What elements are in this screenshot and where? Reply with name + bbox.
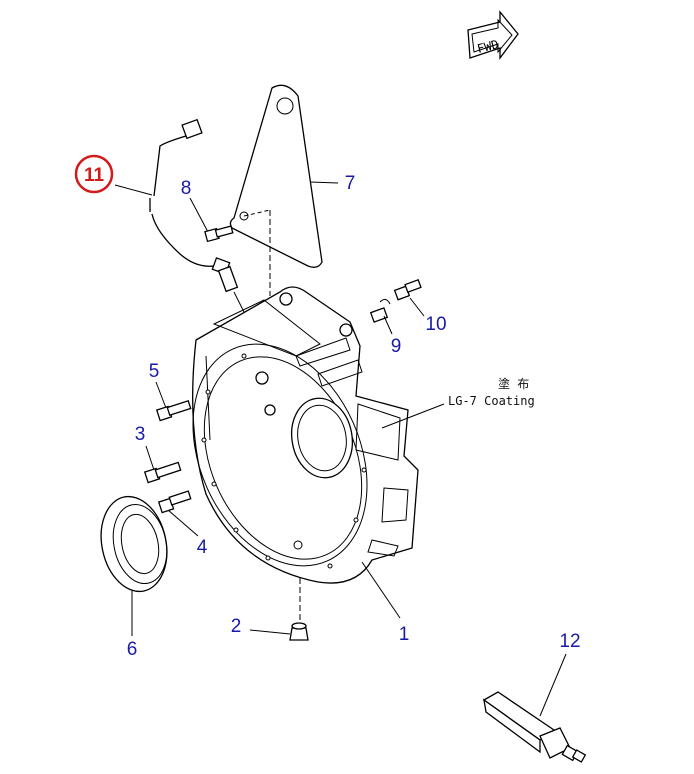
callout-4[interactable]: 4 (197, 537, 208, 558)
callout-3[interactable]: 3 (135, 424, 146, 445)
coating-kanji-label: 塗 布 (498, 376, 529, 391)
callout-7[interactable]: 7 (345, 173, 356, 194)
callout-1[interactable]: 1 (399, 624, 410, 645)
fwd-arrow-icon: FWD (467, 10, 519, 60)
callout-9[interactable]: 9 (391, 336, 402, 357)
callout-6[interactable]: 6 (127, 639, 138, 660)
fitting-9-part (369, 298, 393, 335)
callout-8[interactable]: 8 (181, 178, 192, 199)
callout-11-circle (74, 154, 114, 194)
coating-leader (381, 403, 445, 429)
callout-12[interactable]: 12 (559, 631, 580, 652)
callout-11[interactable]: 11 (84, 165, 105, 186)
bracket-plate-part (229, 84, 339, 296)
callout-2[interactable]: 2 (231, 616, 242, 637)
plug-part (249, 578, 309, 641)
bolt-8-part (189, 197, 234, 243)
oil-seal-part (100, 495, 168, 636)
bolt-5-part (155, 381, 192, 422)
bolt-10-part (393, 279, 425, 317)
flywheel-housing-part (192, 286, 419, 619)
coating-label: LG-7 Coating (448, 394, 535, 408)
callout-5[interactable]: 5 (149, 361, 160, 382)
callout-10[interactable]: 10 (425, 314, 446, 335)
bolt-4-part (157, 490, 199, 537)
fwd-label: FWD (476, 37, 500, 56)
sensor-harness-part (114, 118, 249, 321)
tool-part (482, 653, 587, 763)
bolt-3-part (143, 445, 182, 484)
